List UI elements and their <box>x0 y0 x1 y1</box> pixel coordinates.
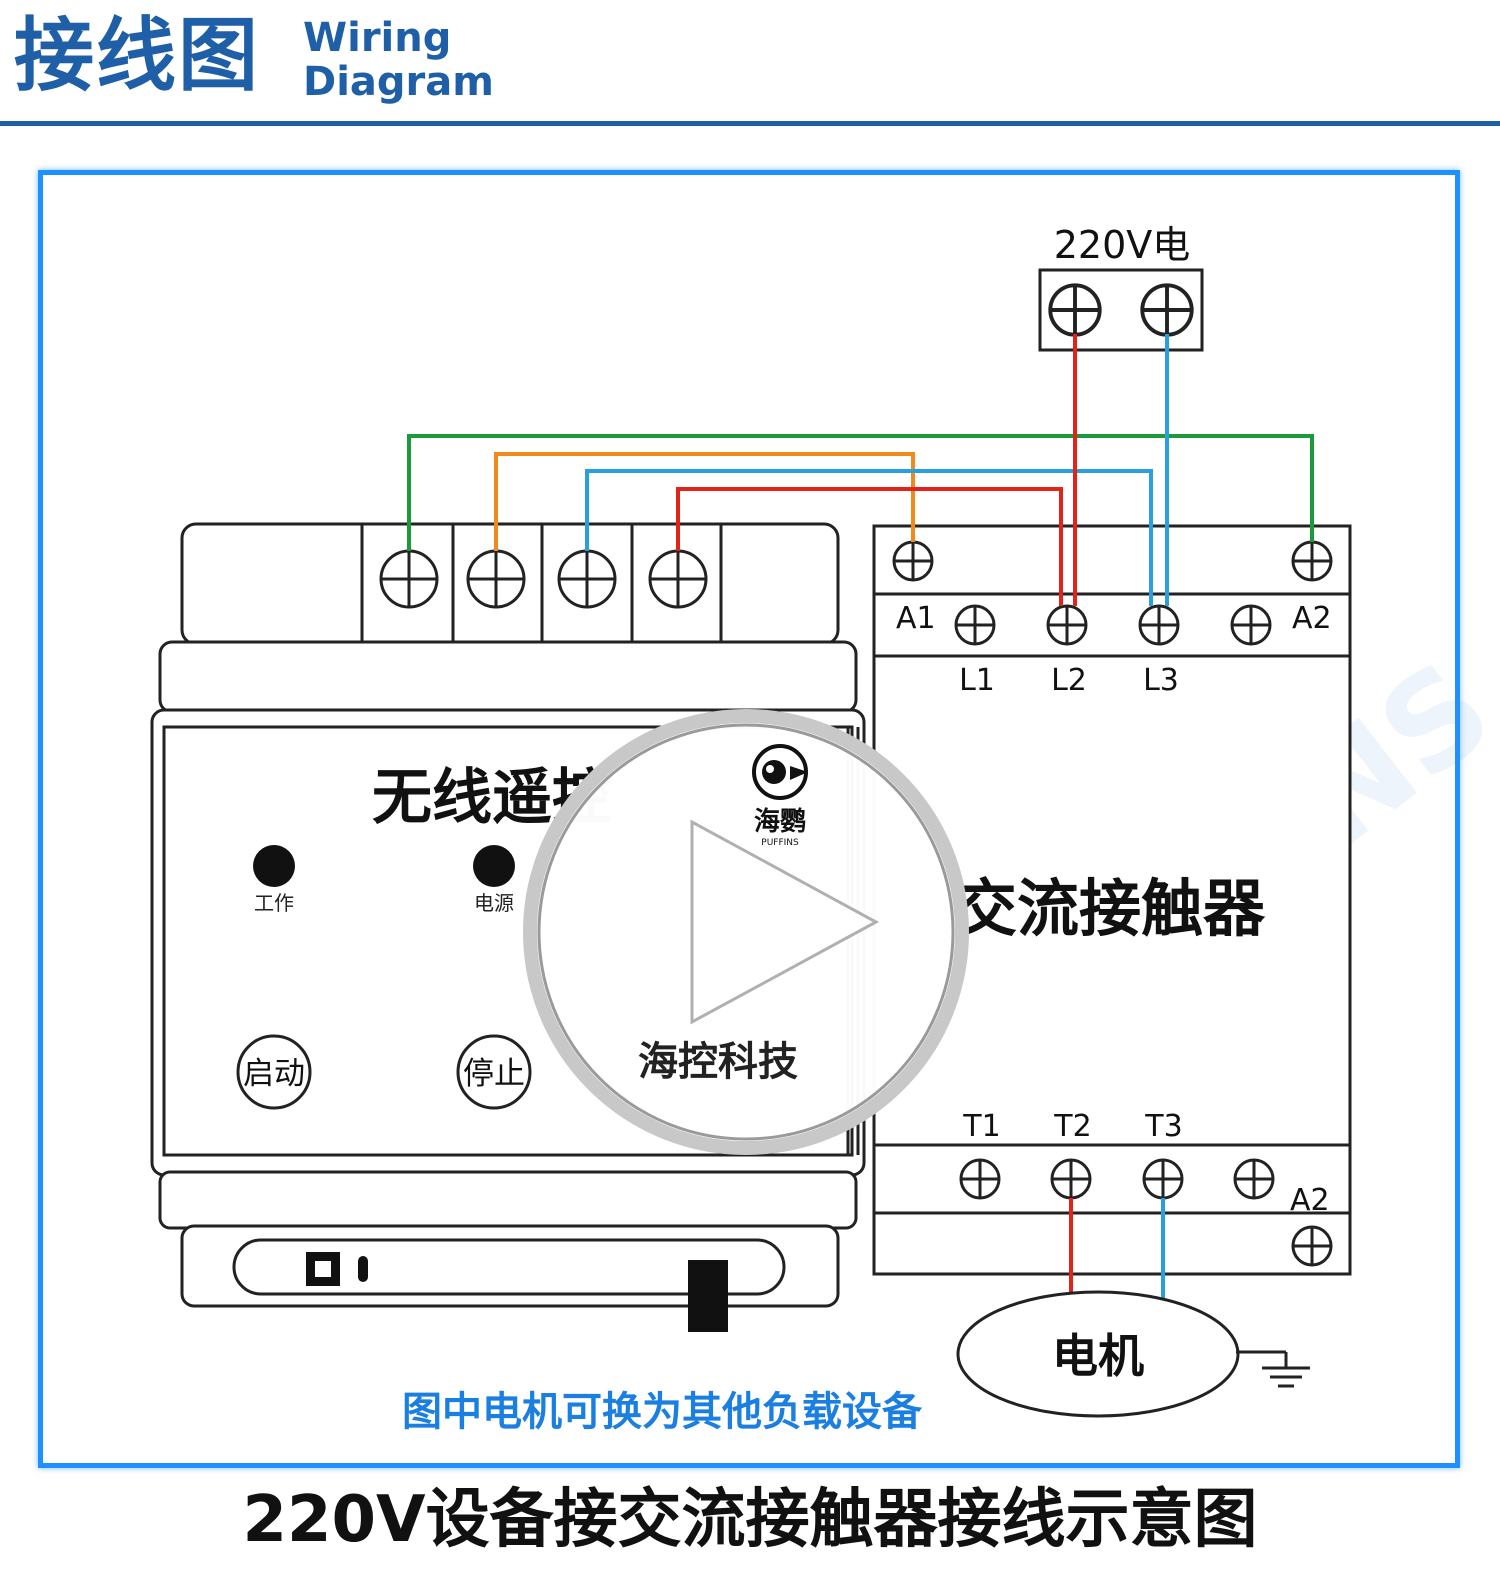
load-note: 图中电机可换为其他负载设备 <box>402 1389 922 1435</box>
contactor-spare-terminal <box>1230 604 1272 646</box>
contactor-t-spare-terminal <box>1233 1158 1275 1200</box>
start-button-label: 启动 <box>243 1056 305 1092</box>
contactor-t3-terminal <box>1142 1158 1184 1200</box>
title-en-line1: Wiring <box>303 15 452 61</box>
remote-lower-step <box>158 1170 858 1230</box>
stop-button[interactable] <box>456 1034 532 1110</box>
contactor-a2-label: A2 <box>1292 601 1332 636</box>
wire-orange <box>494 452 915 551</box>
contactor-l3-label: L3 <box>1143 663 1179 698</box>
contactor-bottom-a2-label: A2 <box>1290 1183 1330 1218</box>
contactor-l1-terminal <box>954 604 996 646</box>
page-title-en: Wiring Diagram <box>303 16 494 104</box>
contactor-name: 交流接触器 <box>955 872 1266 945</box>
remote-terminal-3 <box>557 549 617 609</box>
remote-terminal-1 <box>379 549 439 609</box>
stop-button-label: 停止 <box>463 1056 525 1092</box>
remote-terminal-2 <box>466 549 526 609</box>
motor-body <box>956 1290 1240 1418</box>
contactor-l2-label: L2 <box>1051 663 1087 698</box>
power-terminal-neutral <box>1140 283 1194 337</box>
contactor-l1-label: L1 <box>959 663 995 698</box>
remote-terminal-4 <box>648 549 708 609</box>
contactor-bottom-a2-terminal <box>1291 1225 1333 1267</box>
puffin-logo-icon <box>752 744 808 800</box>
motor-label: 电机 <box>1052 1329 1144 1383</box>
play-icon[interactable] <box>690 819 880 1025</box>
power-terminal-live <box>1048 283 1102 337</box>
start-button[interactable] <box>236 1034 312 1110</box>
contactor-a2-terminal <box>1291 540 1333 582</box>
page-title: 接线图 <box>14 9 260 102</box>
wires <box>407 334 1314 1300</box>
din-clip-latch <box>688 1260 728 1332</box>
diagram-caption: 220V设备接交流接触器接线示意图 <box>242 1483 1258 1557</box>
contactor-t2-label: T2 <box>1053 1109 1091 1144</box>
header: 接线图 Wiring Diagram <box>0 0 1500 130</box>
diagram-frame <box>38 170 1460 1468</box>
contactor-t2-terminal <box>1050 1158 1092 1200</box>
power-indicator-label: 电源 <box>474 891 514 915</box>
play-overlay-ring <box>523 709 969 1155</box>
motor: 电机 <box>956 1290 1310 1418</box>
power-indicator-led <box>473 845 515 887</box>
contactor-t3-label: T3 <box>1144 1109 1182 1144</box>
wire-red-control <box>676 487 1063 606</box>
work-indicator-label: 工作 <box>254 891 294 915</box>
video-play-overlay[interactable]: 海控科技 海鹦 PUFFINS <box>523 709 969 1155</box>
logo-subtext: PUFFINS <box>761 838 799 848</box>
power-source-label: 220V电 <box>1054 223 1191 267</box>
contactor-a1-label: A1 <box>896 601 936 636</box>
contactor-a1-terminal <box>892 540 934 582</box>
header-rule <box>0 121 1500 126</box>
contactor-l3-terminal <box>1138 604 1180 646</box>
logo-text: 海鹦 <box>754 807 806 837</box>
contactor-t1-terminal <box>959 1158 1001 1200</box>
ground-icon <box>1236 1350 1310 1388</box>
work-indicator-led <box>253 845 295 887</box>
brand-text: 海控科技 <box>638 1039 798 1085</box>
din-clip-slot <box>232 1238 786 1296</box>
remote-upper-step <box>158 640 858 714</box>
power-source: 220V电 <box>1038 223 1204 352</box>
title-en-line2: Diagram <box>303 59 494 105</box>
contactor-t1-label: T1 <box>962 1109 1000 1144</box>
wire-green <box>407 434 1314 551</box>
contactor-l2-terminal <box>1046 604 1088 646</box>
wire-blue-control <box>585 469 1153 606</box>
